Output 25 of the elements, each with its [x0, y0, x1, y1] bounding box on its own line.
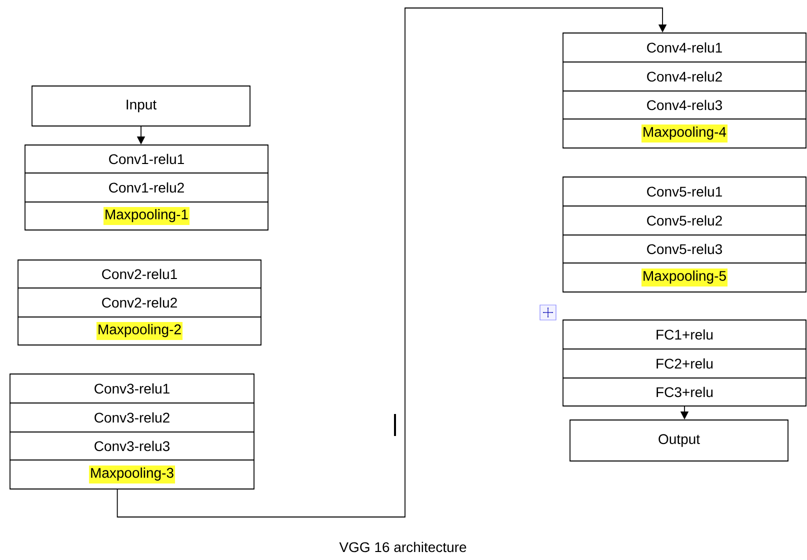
layer-cell: Conv1-relu1	[24, 144, 268, 174]
layer-cell: FC3+relu	[562, 378, 806, 406]
layer-cell: Conv4-relu1	[562, 32, 806, 62]
pooling-cell: Maxpooling-2	[18, 316, 262, 346]
caption: VGG 16 architecture	[339, 542, 466, 552]
layer-cell: Conv3-relu3	[10, 432, 254, 460]
pooling-cell: Maxpooling-5	[562, 262, 806, 292]
pooling-cell: Maxpooling-1	[24, 202, 268, 230]
output-box: Output	[570, 420, 788, 462]
layer-cell: Conv4-relu2	[562, 62, 806, 92]
input-box: Input	[32, 86, 250, 126]
layer-cell: FC2+relu	[562, 348, 806, 378]
layer-cell: Conv5-relu3	[562, 234, 806, 264]
pooling-cell: Maxpooling-3	[10, 460, 254, 490]
layer-cell: Conv3-relu2	[10, 402, 254, 432]
layer-cell: Conv2-relu1	[18, 260, 262, 288]
layer-cell: Conv5-relu2	[562, 206, 806, 236]
layer-cell: Conv1-relu2	[24, 172, 268, 202]
layer-cell: Conv5-relu1	[562, 176, 806, 206]
pooling-cell: Maxpooling-4	[562, 118, 806, 148]
layer-cell: Conv2-relu2	[18, 288, 262, 318]
layer-cell: FC1+relu	[562, 320, 806, 350]
layer-cell: Conv3-relu1	[10, 374, 254, 404]
layer-cell: Conv4-relu3	[562, 90, 806, 120]
arrow	[116, 8, 667, 518]
